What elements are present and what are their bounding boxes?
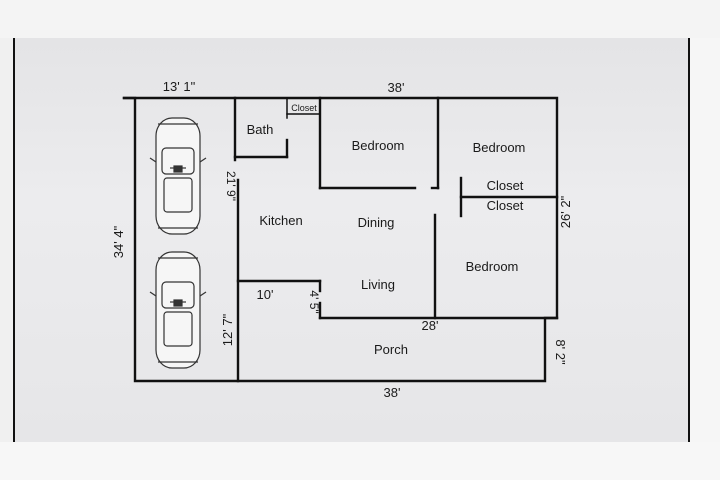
room-label-living: Living — [361, 277, 395, 292]
dimension-left-height: 34' 4" — [111, 225, 126, 258]
room-label-dining: Dining — [358, 215, 395, 230]
dimension-porch-width: 28' — [422, 318, 439, 333]
room-label-bedroom-1: Bedroom — [352, 138, 405, 153]
room-label-bedroom-3: Bedroom — [466, 259, 519, 274]
room-label-bedroom-2: Bedroom — [473, 140, 526, 155]
dimension-garage-width: 13' 1" — [163, 79, 196, 94]
car-bottom-icon — [149, 251, 207, 369]
background-top — [0, 0, 720, 38]
room-label-porch: Porch — [374, 342, 408, 357]
dimension-bottom-width: 38' — [384, 385, 401, 400]
room-label-closet-small: Closet — [291, 103, 317, 113]
dimension-right-height: 26' 2" — [558, 195, 573, 228]
dimension-garage-lower-height: 12' 7" — [220, 313, 235, 346]
screen-area — [14, 38, 690, 442]
room-label-kitchen: Kitchen — [259, 213, 302, 228]
dimension-step: 4' 5" — [307, 290, 321, 313]
monitor-bezel-left — [0, 38, 14, 442]
dimension-kitchen-width: 10' — [257, 287, 274, 302]
room-label-bath: Bath — [247, 122, 274, 137]
dimension-top-width: 38' — [388, 80, 405, 95]
monitor-bezel-right — [690, 38, 720, 442]
dimension-kitchen-height: 21' 9" — [224, 171, 238, 201]
room-label-closet-2: Closet — [487, 198, 524, 213]
background-bottom — [0, 442, 720, 480]
dimension-porch-height: 8' 2" — [553, 339, 568, 365]
room-label-closet-1: Closet — [487, 178, 524, 193]
car-top-icon — [149, 117, 207, 235]
